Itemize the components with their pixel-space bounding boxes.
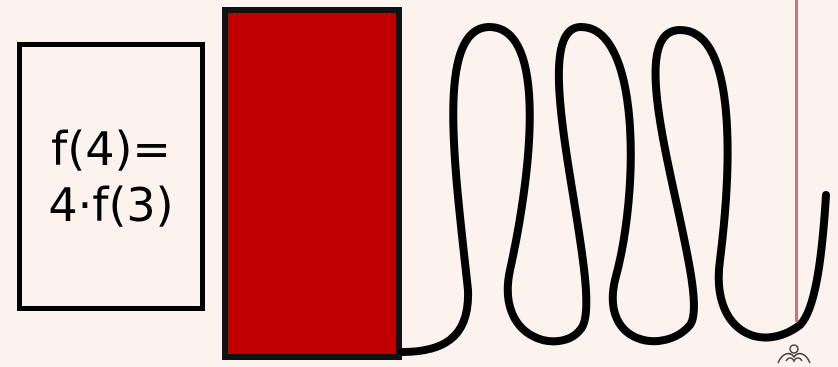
- flourish-icon: [774, 341, 814, 367]
- spring-coil-path: [402, 27, 826, 352]
- wall-line: [795, 0, 798, 322]
